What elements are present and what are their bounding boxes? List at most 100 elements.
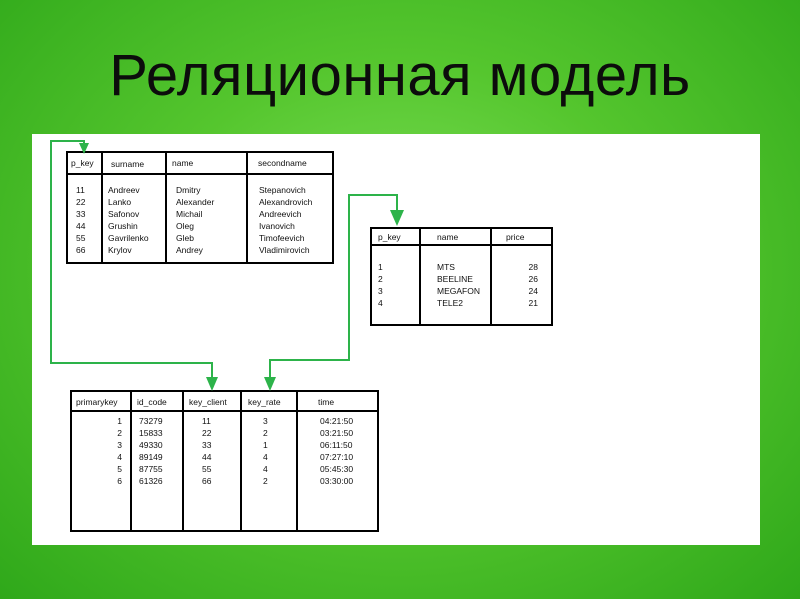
cell: Gavrilenko: [108, 233, 149, 243]
cell: 1: [263, 440, 268, 450]
column-divider: [490, 229, 492, 324]
cell: Alexandrovich: [259, 197, 313, 207]
links-table: primarykey id_code key_client key_rate t…: [70, 390, 379, 532]
column-divider: [101, 153, 103, 262]
links-header-row: [72, 392, 377, 412]
cell: 2: [263, 476, 268, 486]
header-primarykey: primarykey: [76, 397, 118, 407]
cell: 3: [378, 286, 383, 296]
cell: 49330: [139, 440, 163, 450]
cell: 4: [263, 452, 268, 462]
rate-link-line: [269, 194, 398, 378]
column-key-rate: 3 2 1 4 4 2: [263, 415, 268, 487]
cell: Oleg: [176, 221, 194, 231]
arrow-head-key-client: [206, 377, 218, 391]
cell: 61326: [139, 476, 163, 486]
cell: 21: [528, 298, 538, 308]
cell: Andrey: [176, 245, 203, 255]
column-divider: [240, 392, 242, 530]
cell: Ivanovich: [259, 221, 295, 231]
column-divider: [130, 392, 132, 530]
cell: TELE2: [437, 298, 463, 308]
header-key-client: key_client: [189, 397, 227, 407]
cell: 03:21:50: [320, 428, 354, 438]
cell: 55: [202, 464, 212, 474]
cell: 44: [202, 452, 212, 462]
column-name: Dmitry Alexander Michail Oleg Gleb Andre…: [176, 184, 214, 256]
cell: 28: [528, 262, 538, 272]
cell: 4: [378, 298, 383, 308]
header-secondname: secondname: [258, 158, 307, 168]
cell: BEELINE: [437, 274, 473, 284]
column-p-key: 11 22 33 44 55 66: [76, 184, 85, 256]
column-primarykey: 1 2 3 4 5 6: [110, 415, 122, 487]
cell: 26: [528, 274, 538, 284]
cell: 44: [76, 221, 86, 231]
client-link-line: [50, 140, 213, 378]
column-key-client: 11 22 33 44 55 66: [202, 415, 211, 487]
column-secondname: Stepanovich Alexandrovich Andreevich Iva…: [259, 184, 312, 256]
cell: 87755: [139, 464, 163, 474]
cell: Stepanovich: [259, 185, 306, 195]
column-price: 28 26 24 21: [529, 261, 538, 309]
cell: 33: [76, 209, 86, 219]
header-price: price: [506, 232, 525, 242]
cell: 24: [528, 286, 538, 296]
column-id-code: 73279 15833 49330 89149 87755 61326: [139, 415, 163, 487]
cell: Grushin: [108, 221, 138, 231]
cell: 03:30:00: [320, 476, 354, 486]
cell: 1: [378, 262, 383, 272]
cell: Safonov: [108, 209, 140, 219]
cell: Gleb: [176, 233, 194, 243]
cell: 5: [117, 464, 122, 474]
cell: 33: [202, 440, 212, 450]
cell: MEGAFON: [437, 286, 480, 296]
cell: Dmitry: [176, 185, 201, 195]
cell: Timofeevich: [259, 233, 305, 243]
cell: Andreevich: [259, 209, 302, 219]
cell: 06:11:50: [320, 440, 353, 450]
column-time: 04:21:50 03:21:50 06:11:50 07:27:10 05:4…: [320, 415, 353, 487]
rates-header-row: [372, 229, 551, 246]
column-p-key: 1 2 3 4: [378, 261, 383, 309]
cell: 11: [202, 416, 211, 426]
cell: 22: [202, 428, 212, 438]
cell: 15833: [139, 428, 163, 438]
arrow-head-key-rate: [264, 377, 276, 391]
cell: 2: [263, 428, 268, 438]
cell: Alexander: [176, 197, 215, 207]
header-surname: surname: [111, 159, 145, 169]
column-divider: [296, 392, 298, 530]
cell: 3: [117, 440, 122, 450]
cell: 66: [202, 476, 212, 486]
cell: Andreev: [108, 185, 140, 195]
arrow-head-rates: [390, 210, 404, 226]
cell: MTS: [437, 262, 455, 272]
column-divider: [419, 229, 421, 324]
cell: Michail: [176, 209, 203, 219]
arrow-head-clients: [79, 143, 89, 154]
header-key-rate: key_rate: [248, 397, 281, 407]
clients-table: p_key surname name secondname 11 22 33 4…: [66, 151, 334, 264]
cell: 4: [117, 452, 122, 462]
header-name: name: [172, 158, 194, 168]
cell: 2: [378, 274, 383, 284]
header-time: time: [318, 397, 335, 407]
header-p-key: p_key: [378, 232, 401, 242]
cell: 22: [76, 197, 86, 207]
clients-header-row: [68, 153, 332, 175]
cell: Lanko: [108, 197, 132, 207]
header-name: name: [437, 232, 459, 242]
cell: 11: [76, 185, 85, 195]
cell: Krylov: [108, 245, 132, 255]
column-name: MTS BEELINE MEGAFON TELE2: [437, 261, 480, 309]
cell: 05:45:30: [320, 464, 354, 474]
cell: 6: [117, 476, 122, 486]
cell: 55: [76, 233, 86, 243]
cell: 89149: [139, 452, 163, 462]
cell: 2: [117, 428, 122, 438]
column-surname: Andreev Lanko Safonov Grushin Gavrilenko…: [108, 184, 149, 256]
cell: 73279: [139, 416, 163, 426]
cell: 66: [76, 245, 86, 255]
